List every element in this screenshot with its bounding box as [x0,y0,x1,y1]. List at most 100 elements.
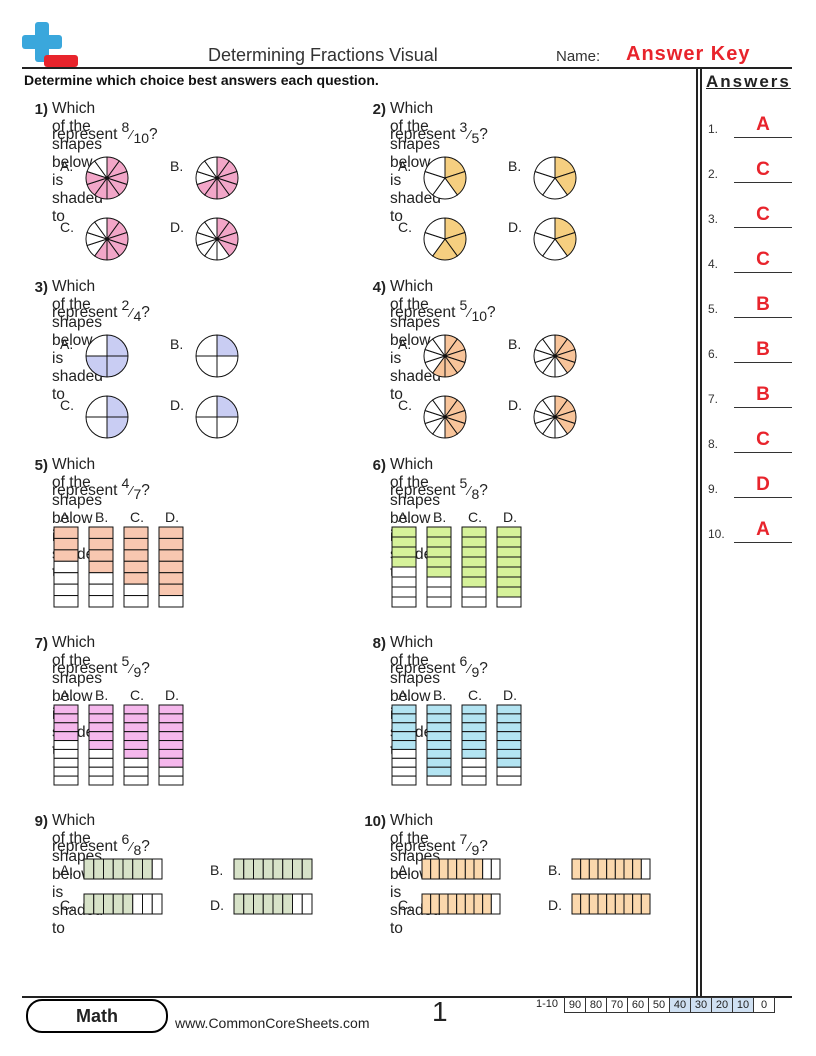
shaded-cell [496,704,522,715]
answer-value: C [756,429,770,450]
empty-cell [426,576,452,588]
answer-line [734,452,792,453]
empty-slice [93,156,108,180]
option-label: C. [398,897,412,913]
empty-cell [142,893,153,915]
shaded-cell [464,858,475,880]
shaded-slice [106,355,129,378]
shaded-cell [426,757,452,768]
option-label: C. [130,687,144,703]
empty-cell [391,775,417,786]
option-label: C. [130,509,144,525]
question-number: 7) [34,635,48,652]
fraction-bar [496,526,522,613]
shaded-cell [88,560,114,574]
question-prompt: Which of the shapes below is shaded to [52,278,103,403]
shaded-slice [106,416,129,439]
fraction-numerator: 5 [121,653,130,669]
worksheet-title: Determining Fractions Visual [208,45,438,65]
shaded-cell [496,536,522,548]
shaded-cell [426,526,452,538]
fraction-bar [426,526,452,613]
shaded-cell [158,748,184,759]
fraction-slash: ⁄ [130,483,133,498]
shaded-cell [123,560,149,574]
question-mark: ? [141,660,150,677]
shaded-cell [88,704,114,715]
shaded-cell [53,549,79,562]
shaded-cell [496,740,522,750]
option-label: A. [398,687,412,703]
shaded-cell [588,893,599,915]
answer-key-label: Answer Key [626,43,751,65]
fraction-circle [532,333,578,384]
answer-row: 5.B [708,294,792,318]
shaded-cell [123,713,149,724]
question-number: 2) [372,101,386,118]
shaded-cell [496,722,522,733]
answer-value: A [756,114,770,135]
answer-number: 2. [708,167,719,181]
shaded-cell [391,526,417,538]
option-label: D. [165,687,179,703]
fraction-circle [84,394,130,445]
shaded-cell [123,748,149,759]
fraction-circle [84,216,130,267]
name-label: Name: [556,48,601,65]
shaded-cell [438,858,449,880]
empty-cell [123,757,149,768]
option-label: C. [60,397,74,413]
shaded-cell [456,893,466,915]
shaded-cell [391,546,417,558]
answer-row: 9.D [708,474,792,498]
page-number: 1 [432,996,448,1027]
answer-value: C [756,159,770,180]
question-mark: ? [141,838,150,855]
empty-cell [461,586,487,598]
empty-cell [158,595,184,608]
answer-value: C [756,249,770,270]
empty-cell [53,595,79,608]
answer-column-divider [696,67,698,997]
question-number: 10) [364,813,386,830]
question-mark: ? [479,660,488,677]
fraction-bar [461,704,487,791]
empty-cell [461,775,487,786]
option-label: D. [210,897,224,913]
fraction-numerator: 7 [459,831,468,847]
fraction-circle [532,155,578,206]
answer-value: B [756,294,770,315]
shaded-cell [142,858,153,880]
represent-word: represent [390,126,456,143]
option-label: C. [60,219,74,235]
score-cell: 40 [669,997,691,1013]
shaded-cell [461,731,487,742]
answer-line [734,272,792,273]
empty-cell [88,757,114,768]
shaded-cell [430,893,440,915]
shaded-cell [614,893,625,915]
empty-slice [195,395,218,418]
shaded-cell [447,858,458,880]
score-cell: 20 [711,997,733,1013]
shaded-cell [158,549,184,562]
option-label: A. [398,336,412,352]
shaded-cell [112,858,124,880]
shaded-cell [123,704,149,715]
fraction-bar [496,704,522,791]
shaded-cell [426,740,452,750]
empty-slice [93,217,108,241]
question-prompt: Which of the shapes below is shaded to [52,100,103,225]
shaded-cell [88,713,114,724]
fraction-denominator: 8 [471,486,480,502]
option-label: C. [468,509,482,525]
shaded-cell [580,893,590,915]
question-mark: ? [141,304,150,321]
answer-row: 7.B [708,384,792,408]
shaded-cell [496,586,522,598]
answer-row: 4.C [708,249,792,273]
answer-line [734,407,792,408]
fraction-circle [422,394,468,445]
website-link[interactable]: www.CommonCoreSheets.com [175,1015,370,1031]
